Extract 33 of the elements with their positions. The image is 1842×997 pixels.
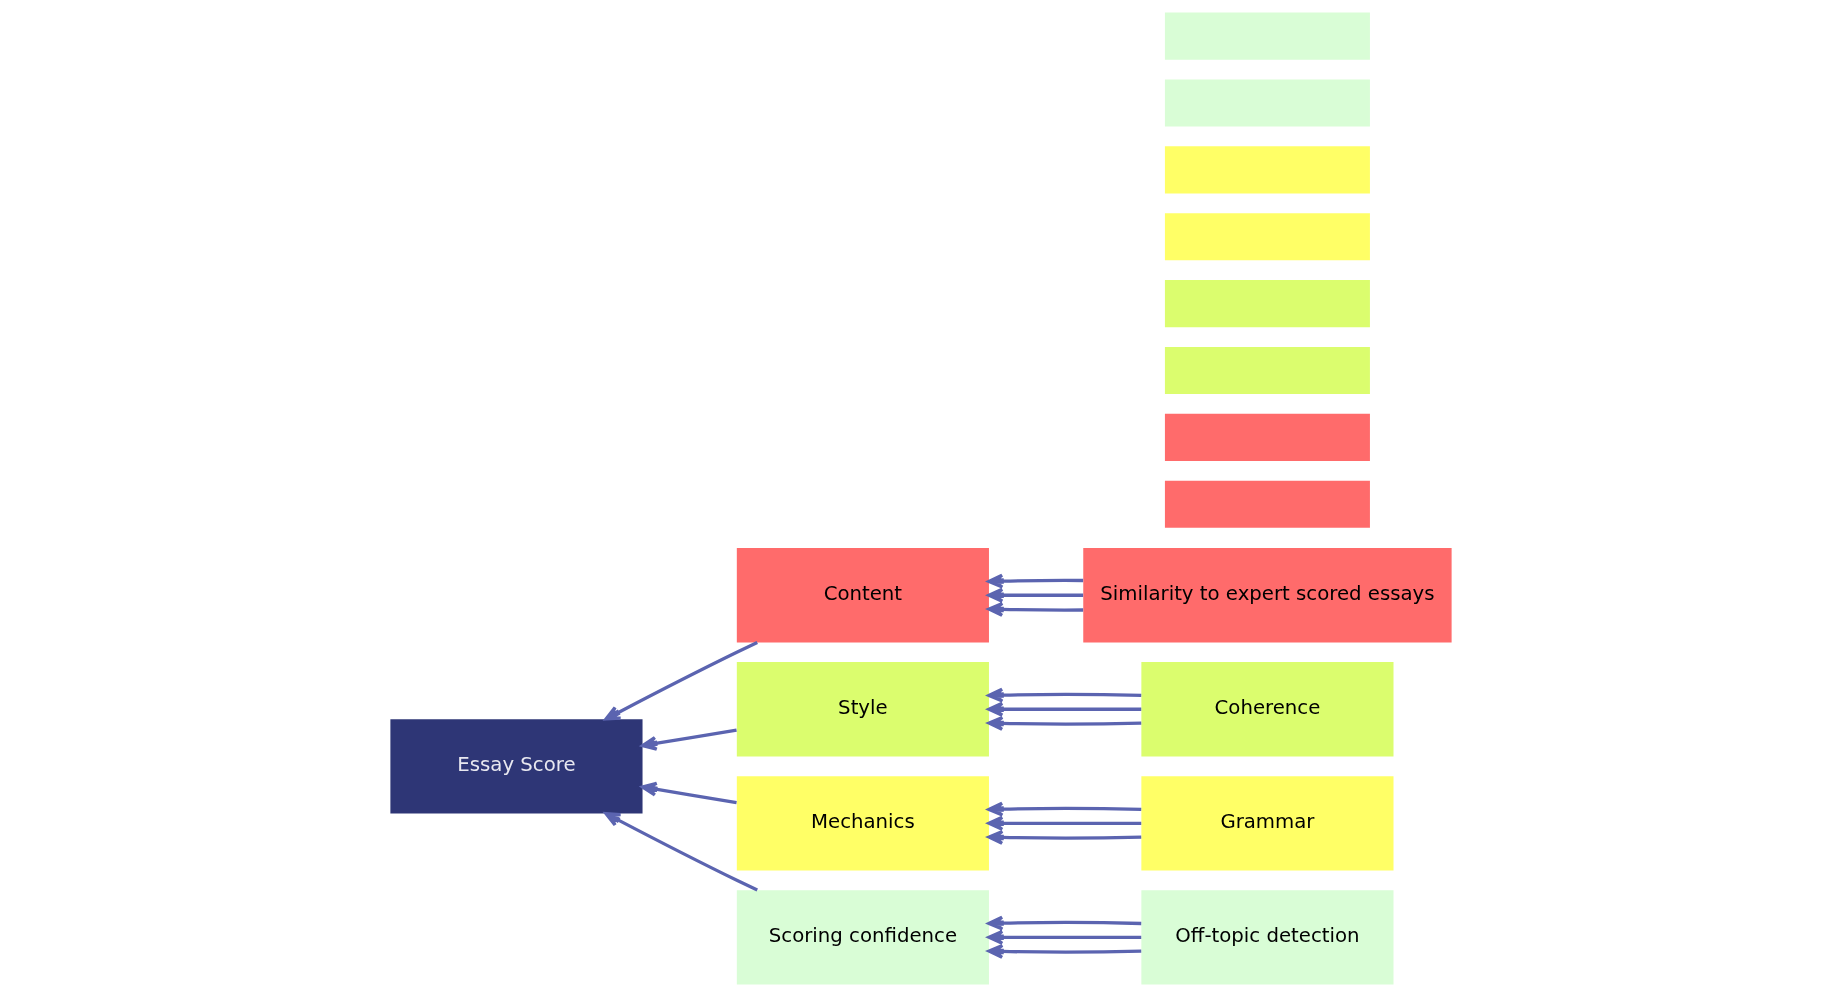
arrow	[641, 728, 737, 751]
arrow	[987, 587, 1084, 603]
arrow	[987, 601, 1084, 617]
node-box	[1164, 213, 1370, 261]
arrow	[987, 815, 1142, 831]
node-box	[1164, 12, 1370, 60]
node-box: Mechanics	[736, 776, 989, 871]
arrow	[987, 801, 1142, 817]
arrow	[987, 915, 1142, 931]
arrow	[987, 573, 1084, 589]
node-box	[1164, 346, 1370, 395]
arrow	[987, 687, 1142, 703]
node-box: Coherence	[1141, 662, 1394, 757]
node-box: Grammar	[1141, 776, 1394, 871]
arrow	[604, 812, 758, 892]
arrow	[987, 701, 1142, 717]
node-box: Essay Score	[390, 719, 643, 814]
node-box	[1164, 280, 1370, 328]
arrow	[987, 829, 1142, 845]
node-box: Content	[736, 548, 989, 643]
arrow	[987, 943, 1142, 959]
node-box	[1164, 79, 1370, 127]
node-box	[1164, 413, 1370, 461]
arrow	[604, 640, 758, 721]
node-box: Off-topic detection	[1141, 890, 1394, 985]
node-box: Style	[736, 662, 989, 757]
arrow	[987, 715, 1142, 731]
arrow	[641, 781, 737, 805]
arrow	[987, 929, 1142, 945]
node-box: Similarity to expert scored essays	[1083, 548, 1452, 643]
node-box: Scoring confidence	[736, 890, 989, 985]
node-box	[1164, 146, 1370, 194]
node-box	[1164, 480, 1370, 528]
